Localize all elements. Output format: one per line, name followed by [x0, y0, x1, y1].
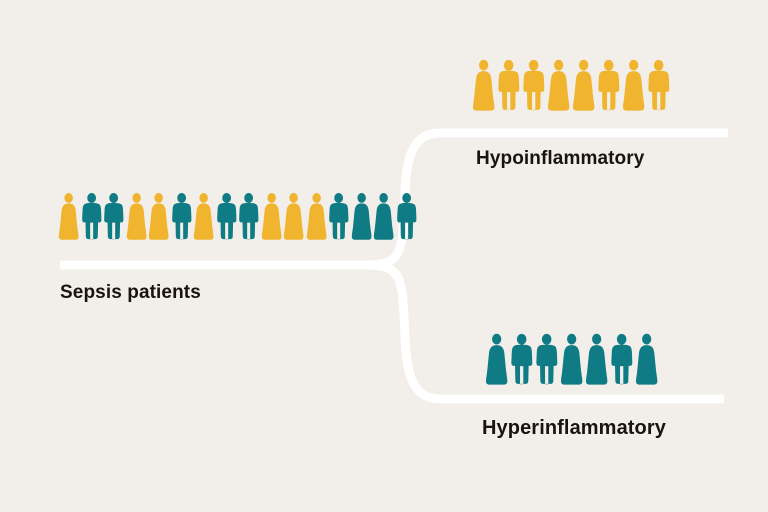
node-label-sepsis-patients: Sepsis patients: [60, 282, 201, 303]
person-figure-female: [351, 192, 371, 240]
person-figure-female: [261, 192, 281, 240]
node-label-hypoinflammatory: Hypoinflammatory: [476, 148, 645, 169]
person-figure-female: [560, 333, 583, 385]
person-figure-male: [396, 193, 416, 240]
person-figure-female: [572, 59, 595, 111]
person-figure-male: [216, 193, 236, 240]
person-figure-male: [329, 193, 349, 240]
person-figure-female: [547, 59, 570, 111]
pictogram-row-hyperinflammatory: [484, 322, 659, 386]
person-figure-male: [598, 59, 620, 111]
person-figure-male: [611, 333, 633, 385]
person-figure-female: [148, 192, 169, 240]
person-figure-female: [585, 333, 608, 385]
person-figure-female: [622, 59, 645, 111]
person-figure-male: [648, 59, 670, 111]
person-figure-female: [472, 59, 495, 111]
person-figure-female: [193, 192, 214, 240]
person-figure-female: [373, 192, 394, 240]
person-figure-male: [104, 193, 124, 240]
connector-branch-bottom: [367, 260, 724, 404]
person-figure-female: [635, 333, 658, 385]
person-figure-male: [511, 333, 533, 385]
person-figure-female: [306, 192, 326, 240]
person-figure-female: [126, 192, 146, 240]
person-figure-male: [81, 193, 101, 240]
person-figure-male: [239, 193, 259, 240]
pictogram-row-sepsis: [57, 179, 417, 241]
person-figure-male: [523, 59, 545, 111]
person-figure-male: [536, 333, 558, 385]
person-figure-female: [283, 192, 304, 240]
node-label-hyperinflammatory: Hyperinflammatory: [482, 417, 666, 439]
person-figure-female: [485, 333, 508, 385]
person-figure-male: [171, 193, 191, 240]
pictogram-row-hypoinflammatory: [471, 48, 671, 112]
person-figure-female: [58, 192, 79, 240]
person-figure-male: [498, 59, 520, 111]
